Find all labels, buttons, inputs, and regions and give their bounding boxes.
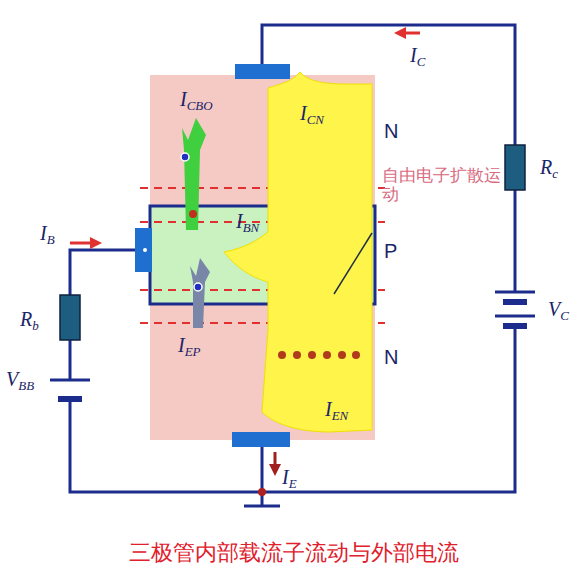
symbol-letter: I <box>325 398 332 420</box>
junction-dot <box>258 488 266 496</box>
plain-label: P <box>384 240 397 262</box>
current-label: IB <box>40 222 55 247</box>
current-label: IE <box>282 466 297 491</box>
symbol-letter: I <box>410 44 417 66</box>
current-label: Rc <box>540 156 558 181</box>
resistor-symbol <box>505 145 525 190</box>
icbo-flow <box>182 118 206 230</box>
symbol-letter: I <box>236 210 243 232</box>
current-label: IEP <box>178 334 201 359</box>
subscript: CBO <box>187 98 213 113</box>
subscript: B <box>47 232 55 247</box>
subscript: C <box>560 308 569 323</box>
subscript: b <box>32 318 39 333</box>
current-label: IC <box>410 44 425 69</box>
emitter-terminal <box>232 432 290 447</box>
symbol-letter: I <box>180 88 187 110</box>
subscript: E <box>289 476 297 491</box>
circuit-wire <box>70 25 515 505</box>
current-label: ICN <box>300 102 324 127</box>
electron-dot <box>278 351 360 359</box>
ground-symbol <box>244 505 280 508</box>
figure-caption: 三极管内部载流子流动与外部电流 <box>0 538 588 568</box>
subscript: BN <box>243 220 260 235</box>
subscript: c <box>552 166 558 181</box>
plain-label: N <box>384 346 398 368</box>
battery-symbol <box>50 292 535 399</box>
collector-terminal <box>235 64 290 79</box>
subscript: EP <box>185 344 201 359</box>
iep-flow <box>190 258 210 328</box>
current-label: IBN <box>236 210 259 235</box>
symbol-letter: I <box>40 222 47 244</box>
note-text: 自由电子扩散运动 <box>382 166 502 203</box>
symbol-letter: V <box>6 368 18 390</box>
subscript: EN <box>332 408 349 423</box>
symbol-letter: R <box>540 156 552 178</box>
current-label: VBB <box>6 368 34 393</box>
symbol-letter: I <box>282 466 289 488</box>
base-terminal <box>135 228 152 272</box>
symbol-letter: V <box>548 298 560 320</box>
electron-flow <box>224 72 372 432</box>
current-arrow <box>70 27 420 476</box>
current-label: VC <box>548 298 569 323</box>
subscript: C <box>417 54 426 69</box>
current-label: Rb <box>20 308 39 333</box>
symbol-letter: R <box>20 308 32 330</box>
symbol-letter: I <box>300 102 307 124</box>
resistor-symbol <box>60 295 80 340</box>
current-label: IEN <box>325 398 348 423</box>
leader-line <box>334 233 372 294</box>
subscript: BB <box>18 378 34 393</box>
subscript: CN <box>307 112 324 127</box>
current-label: ICBO <box>180 88 213 113</box>
plain-label: N <box>384 120 398 142</box>
symbol-letter: I <box>178 334 185 356</box>
